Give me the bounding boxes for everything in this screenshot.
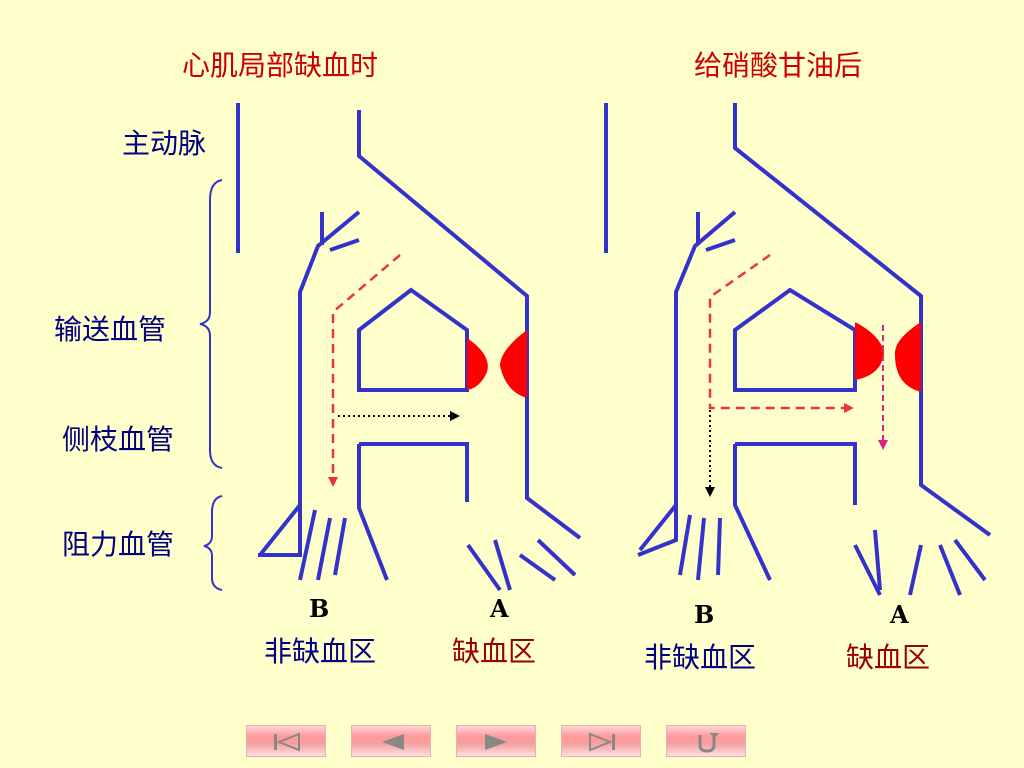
previous-slide-icon	[382, 734, 404, 750]
conduit-collateral-bracket	[199, 179, 223, 469]
left-region-b-letter: B	[309, 594, 330, 623]
next-slide-button[interactable]	[456, 725, 536, 757]
next-slide-icon	[485, 734, 507, 750]
first-slide-button[interactable]	[246, 725, 326, 757]
last-slide-icon	[589, 732, 615, 752]
slide-navigation-bar	[0, 725, 1024, 757]
collateral-vessel-label: 侧枝血管	[62, 423, 175, 456]
resistance-vessel-label: 阻力血管	[62, 528, 175, 561]
right-region-a-letter: A	[890, 600, 909, 629]
return-icon	[698, 733, 719, 753]
right-ischemic-patch-2	[894, 322, 921, 392]
aorta-label: 主动脉	[122, 127, 207, 160]
right-panel-title: 给硝酸甘油后	[694, 49, 863, 82]
previous-slide-button[interactable]	[351, 725, 431, 757]
right-flow-arrow-upper	[708, 253, 854, 413]
left-panel-title: 心肌局部缺血时	[182, 49, 379, 82]
left-region-a-letter: A	[490, 594, 509, 623]
right-region-b-letter: B	[694, 600, 715, 629]
left-vessel-tree	[236, 103, 582, 592]
left-ischemic-label: 缺血区	[452, 635, 537, 668]
first-slide-icon	[274, 732, 300, 752]
left-ischemic-patch-2	[500, 330, 527, 398]
last-slide-button[interactable]	[561, 725, 641, 757]
coronary-diagram	[199, 103, 992, 596]
left-non-ischemic-label: 非缺血区	[264, 635, 377, 668]
right-ischemic-patch-1	[855, 322, 884, 380]
left-flow-arrow	[328, 254, 401, 487]
right-vessel-tree	[604, 103, 992, 596]
conduit-vessel-label: 输送血管	[54, 313, 167, 346]
return-button[interactable]	[666, 725, 746, 757]
resistance-bracket	[203, 495, 223, 591]
right-ischemic-label: 缺血区	[846, 641, 931, 674]
left-ischemic-patch-1	[467, 338, 488, 390]
right-non-ischemic-label: 非缺血区	[644, 641, 757, 674]
